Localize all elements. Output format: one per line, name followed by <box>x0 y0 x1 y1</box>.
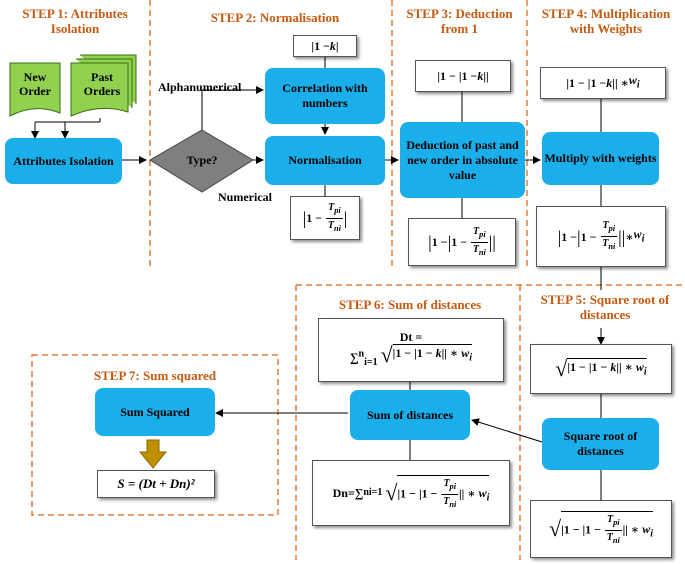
normalisation-node: Normalisation <box>265 136 385 185</box>
attributes-isolation-node: Attributes Isolation <box>5 138 122 184</box>
formula-weighted-k: |1 − |1 − k|| ∗ wi <box>540 67 666 99</box>
formula-sqrt-k: √|1 − |1 − k|| ∗ wi <box>530 344 672 394</box>
dn-label: Dn= <box>332 486 355 500</box>
dt-label: Dt = <box>399 329 423 344</box>
step-5-title: STEP 5: Square root of distances <box>540 292 670 322</box>
deduction-node: Deduction of past and new order in absol… <box>400 122 525 198</box>
square-root-node: Square root of distances <box>542 418 659 470</box>
correlation-node: Correlation with numbers <box>265 68 385 124</box>
step-dividers <box>31 0 685 560</box>
type-decision <box>149 129 254 193</box>
step-2-title: STEP 2: Normalisation <box>210 10 340 25</box>
formula-s: S = (Dt + Dn)² <box>97 470 215 498</box>
sum-squared-node: Sum Squared <box>95 388 215 436</box>
sum-distances-node: Sum of distances <box>350 390 470 440</box>
alphanumerical-label: Alphanumerical <box>158 80 242 94</box>
past-orders-document <box>70 54 137 117</box>
new-order-label: New Order <box>19 70 51 98</box>
type-decision-label: Type? <box>186 153 218 167</box>
step-4-title: STEP 4: Multiplication with Weights <box>541 6 671 36</box>
new-order-document <box>9 62 61 117</box>
multiply-weights-node: Multiply with weights <box>542 132 659 185</box>
down-arrow-icon <box>138 439 168 469</box>
past-orders-label: Past Orders <box>83 70 121 98</box>
formula-one-minus-k: |1 − k| <box>293 35 357 57</box>
formula-dt: Dt = ∑ni=1 √|1 − |1 − k|| ∗ wi <box>318 318 504 382</box>
step-7-title: STEP 7: Sum squared <box>93 368 217 383</box>
step-6-title: STEP 6: Sum of distances <box>338 297 482 312</box>
formula-deduction-k: |1 − |1 − k|| <box>415 60 511 92</box>
step-1-title: STEP 1: Attributes Isolation <box>22 6 128 36</box>
step-3-title: STEP 3: Deduction from 1 <box>406 6 513 36</box>
numerical-label: Numerical <box>218 190 272 204</box>
